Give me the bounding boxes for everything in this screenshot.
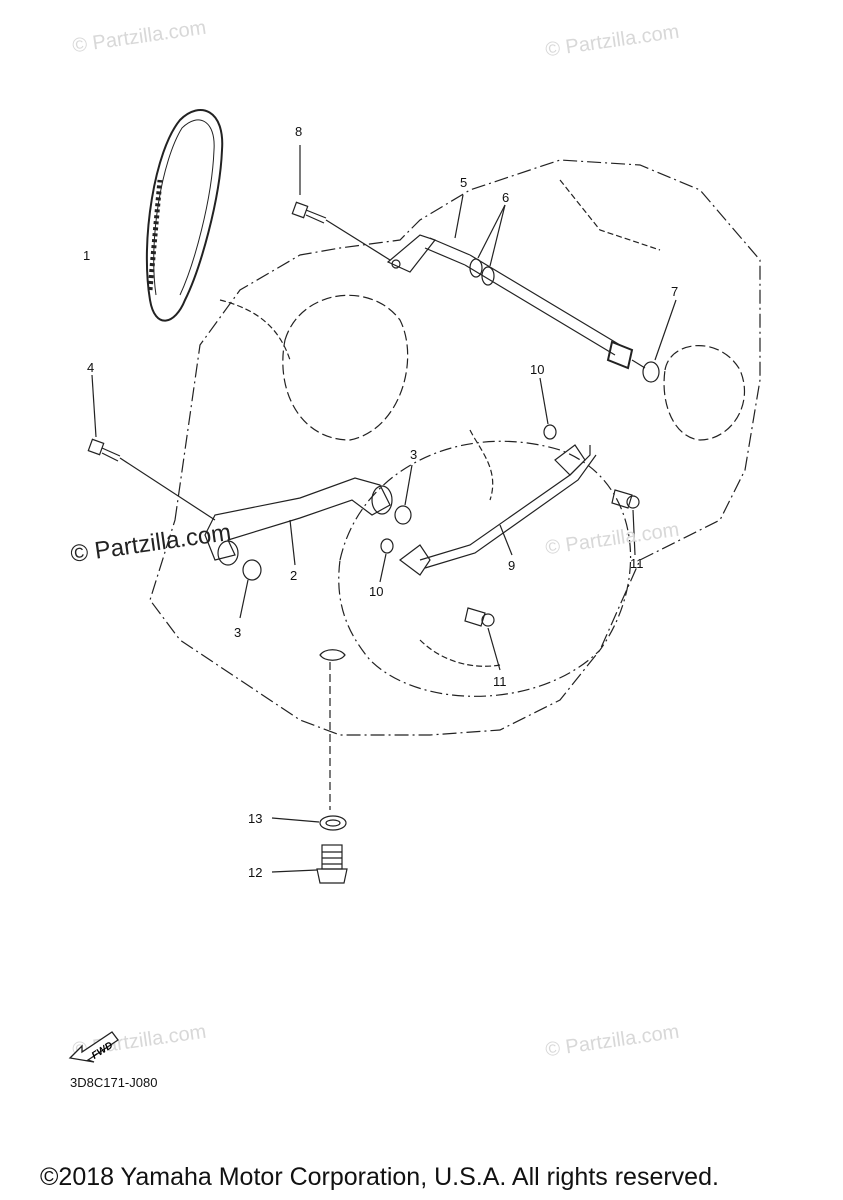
crankcase-clutch-recess (338, 440, 632, 697)
callout-5: 5 (460, 175, 468, 190)
timing-chain (145, 109, 224, 322)
oil-pipe-2 (204, 477, 393, 566)
o-ring-10a (543, 424, 557, 440)
callout-13: 13 (248, 811, 263, 826)
callout-12: 12 (248, 865, 263, 880)
oil-pipe-9 (399, 444, 597, 576)
callout-11-lower: 11 (493, 674, 507, 689)
bolt-11a (611, 489, 640, 509)
oil-pipe-shaft-5 (386, 234, 634, 370)
o-ring-7 (642, 361, 660, 383)
callout-2: 2 (290, 568, 298, 583)
callout-8: 8 (295, 124, 303, 139)
copyright-notice: ©2018 Yamaha Motor Corporation, U.S.A. A… (40, 1163, 719, 1191)
callout-4: 4 (87, 360, 95, 375)
diagram-code: 3D8C171-J080 (70, 1075, 158, 1090)
crankcase-detail-2 (419, 639, 501, 667)
bolt-8 (291, 201, 327, 224)
callout-1: 1 (83, 248, 91, 263)
callout-10-lower: 10 (369, 584, 384, 599)
o-ring-3b (242, 559, 262, 581)
callout-6: 6 (502, 190, 510, 205)
bolt-4 (87, 438, 121, 462)
crankcase-drain-boss (319, 649, 346, 661)
o-ring-6a (469, 258, 483, 278)
o-ring-3a (394, 505, 412, 525)
fwd-arrow-icon: FWD (66, 1024, 126, 1069)
gasket-13 (319, 815, 347, 831)
callout-11-right: 11 (630, 556, 644, 571)
callout-7: 7 (671, 284, 679, 299)
crankcase-inner-left (282, 294, 409, 441)
callout-3-upper: 3 (410, 447, 418, 462)
o-ring-10b (380, 538, 394, 554)
crankcase-detail-4 (559, 179, 661, 251)
crankcase-outline (149, 159, 761, 736)
callout-9: 9 (508, 558, 516, 573)
crankcase-bearing-right (663, 345, 746, 441)
crankcase-detail-1 (469, 429, 494, 501)
drain-bolt-12 (316, 844, 348, 884)
o-ring-6b (481, 266, 495, 286)
callout-10-upper: 10 (530, 362, 545, 377)
callout-3-lower: 3 (234, 625, 242, 640)
bolt-11b (464, 607, 495, 627)
crankcase-detail-3 (219, 299, 291, 361)
